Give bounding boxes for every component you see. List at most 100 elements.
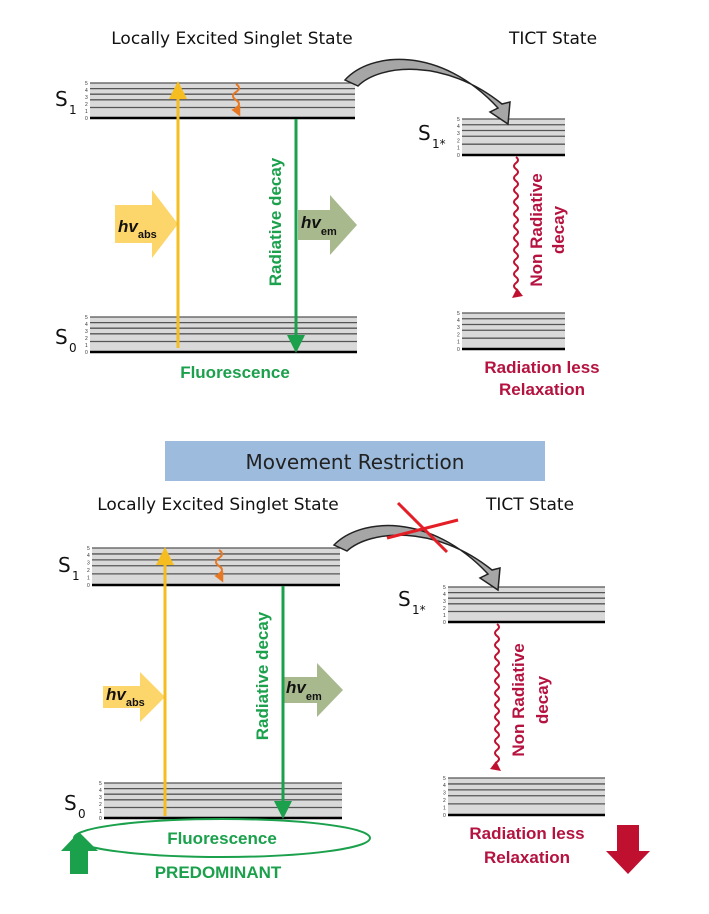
hv-abs-sub: abs — [126, 697, 145, 709]
level-tick: 3 — [443, 791, 446, 797]
bottom-panel: Locally Excited Singlet State TICT State… — [58, 495, 650, 882]
s1star-label: S — [398, 587, 411, 611]
nonradiative-label-1: Non Radiative — [527, 173, 546, 286]
banner-text: Movement Restriction — [246, 450, 465, 474]
left-title: Locally Excited Singlet State — [111, 29, 352, 49]
hv-abs: hv — [106, 685, 127, 704]
level-tick: 0 — [99, 816, 102, 822]
level-tick: 4 — [85, 322, 88, 328]
level-tick: 5 — [457, 311, 460, 317]
right-title: TICT State — [508, 29, 597, 49]
level-tick: 0 — [87, 583, 90, 589]
level-tick: 1 — [457, 340, 460, 346]
hv-em: hv — [286, 678, 307, 697]
svg-text:hvem: hvem — [286, 678, 322, 703]
s1-label: S — [58, 553, 71, 577]
predominant-label: PREDOMINANT — [155, 863, 282, 882]
level-tick: 2 — [443, 798, 446, 804]
level-tick: 4 — [85, 88, 88, 94]
blocked-transfer-arrow — [332, 524, 501, 592]
hv-abs-arrow — [103, 672, 165, 722]
level-tick: 3 — [443, 599, 446, 605]
relaxation-label-2: Relaxation — [484, 848, 570, 867]
s0-sub: 0 — [78, 807, 86, 821]
level-tick: 0 — [85, 350, 88, 356]
level-tick: 4 — [457, 124, 460, 130]
level-tick: 3 — [457, 131, 460, 137]
hv-abs-sub: abs — [138, 229, 157, 241]
level-tick: 0 — [85, 116, 88, 122]
hv-abs-arrow — [115, 190, 178, 258]
left-title: Locally Excited Singlet State — [97, 495, 338, 515]
level-tick: 0 — [443, 620, 446, 626]
level-tick: 3 — [85, 95, 88, 101]
radiative-decay-label: Radiative decay — [253, 611, 272, 740]
decrease-down-arrow — [606, 825, 650, 874]
fluorescence-label: Fluorescence — [180, 363, 290, 382]
s1star-label: S — [418, 121, 431, 145]
level-tick: 2 — [87, 568, 90, 574]
hv-abs: hv — [118, 217, 139, 236]
s1star-sub: 1* — [412, 603, 426, 617]
level-tick: 1 — [85, 343, 88, 349]
relaxation-label-2: Relaxation — [499, 380, 585, 399]
level-tick: 5 — [85, 315, 88, 321]
s1-sub: 1 — [72, 569, 80, 583]
movement-restriction-banner — [165, 441, 545, 481]
level-tick: 0 — [457, 347, 460, 353]
level-tick: 4 — [457, 318, 460, 324]
level-tick: 1 — [457, 146, 460, 152]
level-tick: 3 — [457, 325, 460, 331]
level-tick: 5 — [87, 546, 90, 552]
radiative-decay-label: Radiative decay — [266, 157, 285, 286]
nonradiative-label-2: decay — [549, 205, 568, 254]
level-tick: 2 — [99, 802, 102, 808]
svg-text:hvabs: hvabs — [118, 217, 157, 241]
relaxation-label-1: Radiation less — [469, 824, 584, 843]
s1-label: S — [55, 87, 68, 111]
level-tick: 4 — [443, 592, 446, 598]
s1-sub: 1 — [69, 103, 77, 117]
level-tick: 2 — [85, 336, 88, 342]
hv-em-sub: em — [306, 691, 322, 703]
level-tick: 1 — [87, 575, 90, 581]
s0-label: S — [64, 791, 77, 815]
level-tick: 5 — [457, 117, 460, 123]
level-tick: 5 — [99, 781, 102, 787]
fluorescence-label: Fluorescence — [167, 829, 277, 848]
relaxation-label-1: Radiation less — [484, 358, 599, 377]
hv-em-arrow — [298, 195, 357, 255]
level-tick: 0 — [457, 153, 460, 159]
right-title: TICT State — [485, 495, 574, 515]
hv-em-sub: em — [321, 226, 337, 238]
nonradiative-label-2: decay — [533, 675, 552, 724]
level-tick: 5 — [443, 776, 446, 782]
vibrational-relaxation-arrow — [231, 83, 241, 117]
level-tick: 5 — [443, 585, 446, 591]
svg-text:hvabs: hvabs — [106, 685, 145, 709]
level-tick: 5 — [85, 81, 88, 87]
nonradiative-label-1: Non Radiative — [509, 643, 528, 756]
s0-label: S — [55, 325, 68, 349]
level-tick: 3 — [99, 795, 102, 801]
level-tick: 2 — [457, 332, 460, 338]
svg-text:hvem: hvem — [301, 213, 337, 238]
level-tick: 1 — [443, 805, 446, 811]
hv-em: hv — [301, 213, 322, 232]
level-tick: 1 — [443, 613, 446, 619]
level-tick: 3 — [85, 329, 88, 335]
level-tick: 3 — [87, 561, 90, 567]
vibrational-relaxation-arrow — [214, 549, 224, 583]
level-tick: 4 — [99, 788, 102, 794]
level-tick: 2 — [85, 102, 88, 108]
level-tick: 4 — [443, 783, 446, 789]
